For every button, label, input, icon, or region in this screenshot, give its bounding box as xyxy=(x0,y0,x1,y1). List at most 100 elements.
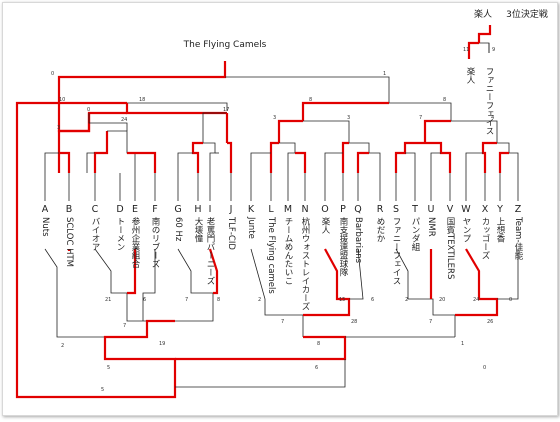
score-b-s2: 19 xyxy=(159,341,165,347)
score-r3-c: 0 xyxy=(87,107,90,113)
score-b-s10: 6 xyxy=(143,297,146,303)
lb-sz-3 xyxy=(455,248,499,317)
score-final-left: 0 xyxy=(51,71,54,77)
team-letter-a: A xyxy=(42,204,49,215)
right-semi-red xyxy=(301,101,389,121)
final-red xyxy=(57,61,227,103)
team-letter-x: X xyxy=(482,204,489,215)
team-letter-r: R xyxy=(377,204,384,215)
r-af-red-3 xyxy=(127,151,157,173)
team-name-e: 参州企業組合 xyxy=(130,216,140,268)
r-kr-red-5 xyxy=(356,151,369,173)
r-gj-line-1 xyxy=(202,112,227,143)
team-name-d: トーメン xyxy=(115,217,125,251)
team-name-n: 杭州ウォストレイカーズ xyxy=(300,216,310,310)
r-gj-red-2 xyxy=(191,141,203,173)
team-name-k: Junte xyxy=(246,216,256,239)
team-letter-t: T xyxy=(411,204,418,215)
team-letter-f: F xyxy=(152,204,157,215)
score-r3-g: 7 xyxy=(419,115,422,121)
score-b-s13: 2 xyxy=(258,297,261,303)
team-name-y: 上想香 xyxy=(495,217,505,243)
team-letter-z: Z xyxy=(515,204,522,215)
team-letter-v: V xyxy=(447,204,454,215)
lb-cf-2 xyxy=(127,249,137,295)
team-letter-q: Q xyxy=(354,204,361,215)
score-final-right: 1 xyxy=(383,71,386,77)
team-name-f: 南のリブーズ xyxy=(150,216,160,268)
r-kr-line-3 xyxy=(279,142,296,173)
score-r3-h: 4 xyxy=(491,115,494,121)
right-semi-line xyxy=(389,102,452,121)
team-name-l: The Flying camels xyxy=(266,216,276,294)
third-place-red-top xyxy=(477,25,492,43)
score-b-s15: 15 xyxy=(339,297,345,303)
lb-kr-red xyxy=(175,335,347,361)
lb-cf-3 xyxy=(142,249,156,321)
team-letter-d: D xyxy=(116,204,123,215)
lb-a xyxy=(44,248,106,359)
team-name-i: 老罵門バーニーズ xyxy=(205,216,215,285)
tournament-bracket: The Flying Camels 楽人 3位決定戦 11 9 楽人 ファニーフ… xyxy=(15,8,548,399)
lb-gj-red xyxy=(103,319,177,387)
score-b-s16: 6 xyxy=(371,297,374,303)
final-right xyxy=(225,76,390,103)
team-name-z: Team-佳能 xyxy=(513,216,523,261)
score-b-s18: 20 xyxy=(439,297,445,303)
team-letter-s: S xyxy=(393,204,399,215)
score-b-s20: 0 xyxy=(509,297,512,303)
lower-bracket-lines xyxy=(44,248,519,388)
lb-gj-1 xyxy=(175,248,214,322)
third-place-red-left xyxy=(467,41,479,53)
r-kr-line-4 xyxy=(324,152,343,173)
r-kr-line-5 xyxy=(349,142,381,173)
r-sz-red-3 xyxy=(425,141,452,173)
r-sz-red-4 xyxy=(481,141,497,173)
team-letter-n: N xyxy=(301,204,308,215)
team-letter-u: U xyxy=(428,204,435,215)
score-b-s7: 0 xyxy=(483,365,486,371)
r-gj-line-2 xyxy=(177,152,193,173)
r-kr-red-4 xyxy=(341,141,349,173)
team-letter-w: W xyxy=(461,204,471,215)
team-name-j: TLF-CID xyxy=(226,216,236,250)
left-semi-mid-red xyxy=(125,103,227,115)
r-sz-red-2 xyxy=(394,141,425,173)
r-sz-red-5 xyxy=(498,151,509,173)
score-b-s8: 7 xyxy=(123,323,126,329)
team-name-a: Nuts xyxy=(40,217,50,237)
bracket-frame: The Flying Camels 楽人 3位決定戦 11 9 楽人 ファニーフ… xyxy=(2,2,558,416)
lb-gj-2 xyxy=(208,248,219,295)
score-b-s19: 24 xyxy=(473,297,479,303)
score-r3-f: 3 xyxy=(347,115,350,121)
score-b-s6: 28 xyxy=(351,319,357,325)
left-semi-right xyxy=(127,102,228,111)
team-letter-e: E xyxy=(132,204,138,215)
score-b-s5: 1 xyxy=(461,341,464,347)
score-b-s23: 7 xyxy=(429,319,432,325)
score-r3-e: 3 xyxy=(273,115,276,121)
lb-kr-3 xyxy=(349,248,364,300)
r-af-line-4 xyxy=(44,152,59,173)
team-letter-g: G xyxy=(174,204,181,215)
score-semi-b-left: 8 xyxy=(309,97,312,103)
team-letter-i: I xyxy=(209,204,212,215)
r-sz-line-4 xyxy=(465,152,483,173)
r-kr-red-3 xyxy=(295,151,307,173)
r-af-red-1 xyxy=(57,113,91,173)
team-letter-m: M xyxy=(284,204,292,215)
score-b-s12: 8 xyxy=(217,297,220,303)
outer-red-loop xyxy=(15,101,177,399)
team-name-h: 大壊憧 xyxy=(193,216,203,243)
team-name-w: ヤンプ xyxy=(461,217,471,243)
team-name-b: SCLOC HTM xyxy=(64,217,74,267)
score-b-s4: 8 xyxy=(317,341,320,347)
bracket-title: The Flying Camels xyxy=(183,40,267,50)
score-b-s14: 7 xyxy=(281,319,284,325)
score-b-s9: 21 xyxy=(105,297,111,303)
team-letter-b: B xyxy=(66,204,73,215)
third-place-left-name: 楽人 xyxy=(465,66,475,84)
scores: 0 1 18 10 8 8 0 17 3 24 3 3 7 4 2 19 5 8… xyxy=(51,71,512,393)
lb-final xyxy=(175,359,346,388)
score-b-s11: 7 xyxy=(185,297,188,303)
